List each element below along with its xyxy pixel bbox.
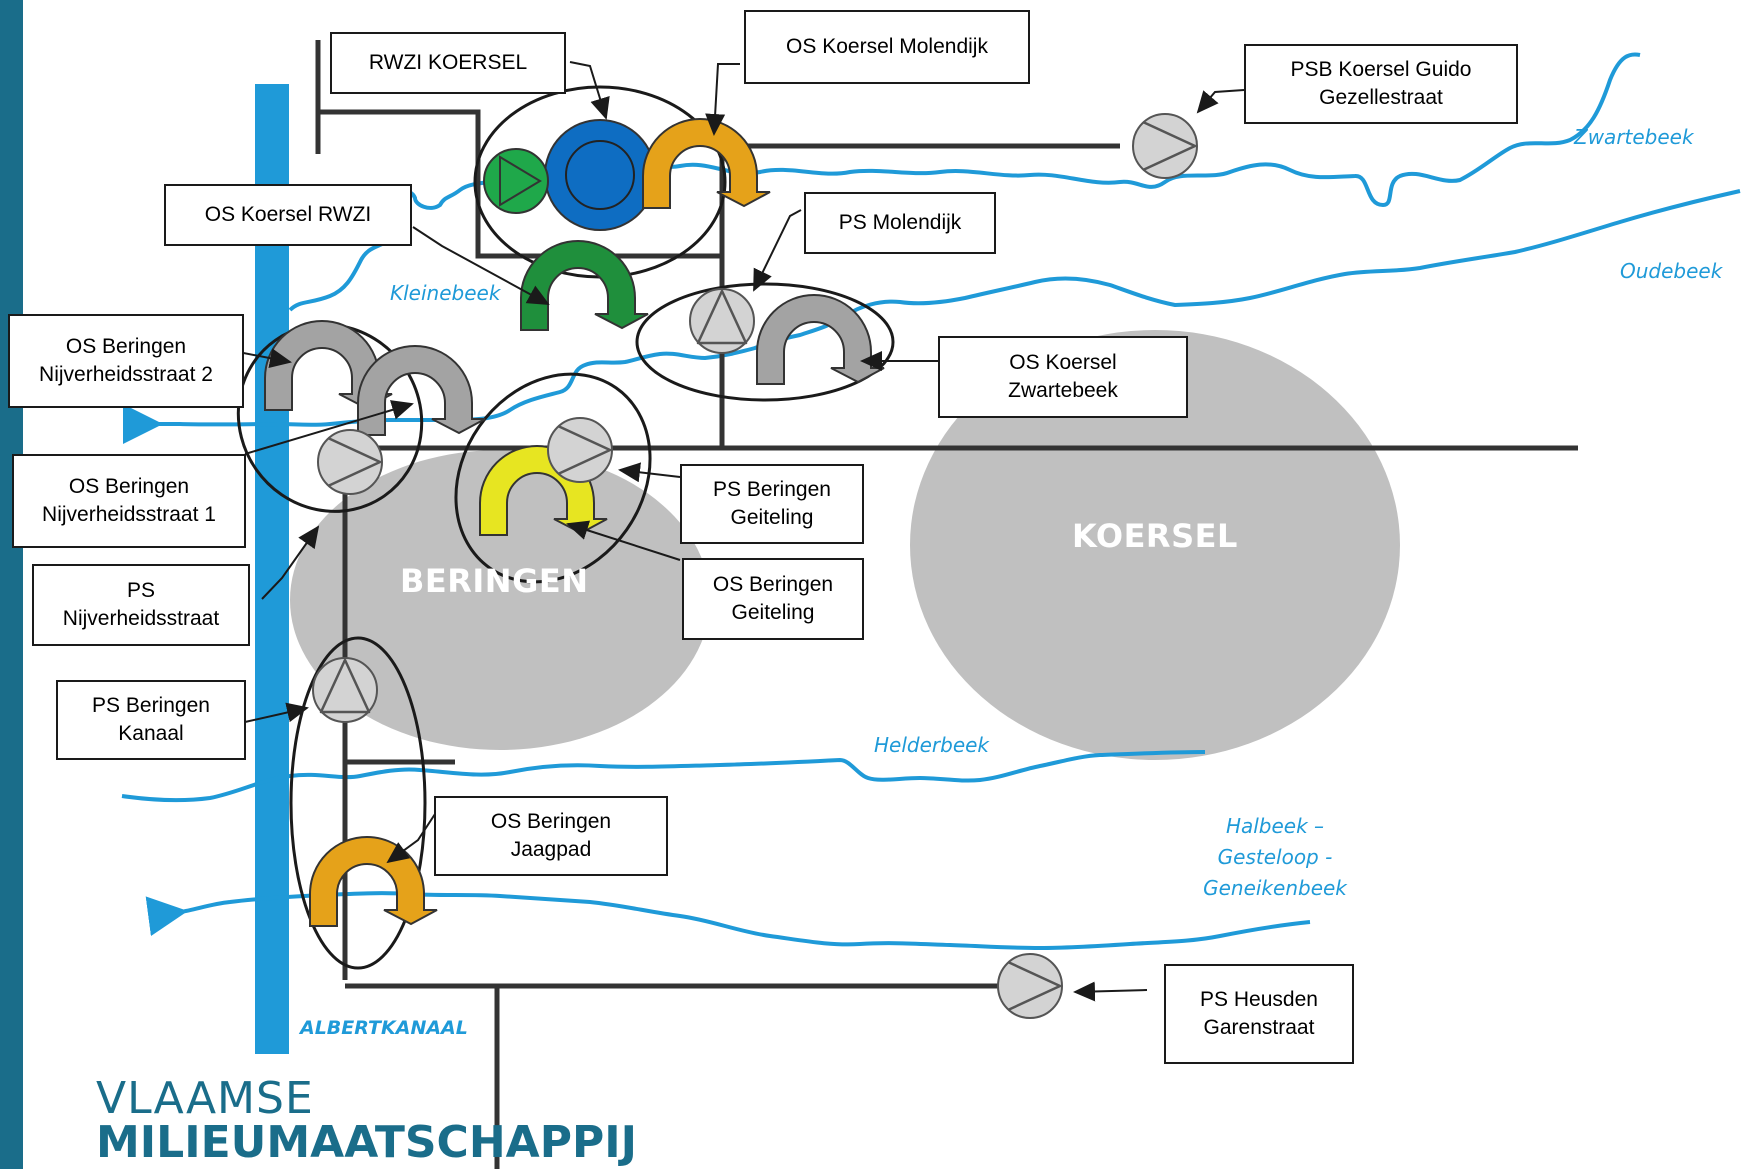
label-os-koersel-molendijk-line-1: OS Koersel Molendijk xyxy=(786,35,988,58)
label-os-beringen-nijverheid-2-line-1: OS Beringen xyxy=(65,335,187,358)
region-koersel xyxy=(910,330,1400,760)
label-os-beringen-geiteling-line-2: Geiteling xyxy=(731,601,815,624)
label-os-koersel-rwzi: OS Koersel RWZI xyxy=(164,184,412,246)
label-psb-koersel-guido-line-1: PSB Koersel Guido xyxy=(1290,58,1472,81)
label-psb-koersel-guido-line-2: Gezellestraat xyxy=(1319,86,1443,109)
region-label-beringen: BERINGEN xyxy=(400,562,589,600)
leader-arrows xyxy=(227,61,1245,1002)
region-label-koersel: KOERSEL xyxy=(1072,517,1238,555)
canal-label-albertkanaal: ALBERTKANAAL xyxy=(300,1017,468,1039)
pump-psb-koersel-guido-icon xyxy=(1131,112,1199,180)
label-rwzi-koersel: RWZI KOERSEL xyxy=(330,32,566,94)
label-os-koersel-rwzi-line-1: OS Koersel RWZI xyxy=(204,203,372,226)
label-os-beringen-nijverheid-1-line-2: Nijverheidsstraat 1 xyxy=(42,503,216,526)
pump-ps-beringen-geiteling-icon xyxy=(546,416,614,484)
label-os-beringen-jaagpad: OS Beringen Jaagpad xyxy=(434,796,668,876)
label-os-koersel-zwartebeek-line-2: Zwartebeek xyxy=(1008,379,1118,402)
label-ps-heusden-garenstraat: PS Heusden Garenstraat xyxy=(1164,964,1354,1064)
river-zwartebeek xyxy=(559,52,1641,208)
label-ps-beringen-kanaal-line-2: Kanaal xyxy=(118,722,184,745)
label-os-beringen-nijverheidsstraat-2: OS Beringen Nijverheidsstraat 2 xyxy=(8,314,244,408)
river-label-halbeek: Halbeek – Gesteloop - Geneikenbeek xyxy=(1195,811,1355,904)
river-label-helderbeek: Helderbeek xyxy=(874,733,990,757)
label-ps-molendijk-line-1: PS Molendijk xyxy=(838,211,962,234)
label-os-beringen-nijverheid-1-line-1: OS Beringen xyxy=(68,475,190,498)
label-os-beringen-geiteling: OS Beringen Geiteling xyxy=(682,558,864,640)
river-label-halbeek-line-1: Halbeek – xyxy=(1225,814,1325,838)
label-ps-beringen-kanaal-line-1: PS Beringen xyxy=(92,694,210,717)
label-os-beringen-nijverheid-2-line-2: Nijverheidsstraat 2 xyxy=(39,363,213,386)
label-os-koersel-zwartebeek: OS Koersel Zwartebeek xyxy=(938,336,1188,418)
group-ps-kanaal-jaagpad xyxy=(289,636,427,970)
river-label-zwartebeek: Zwartebeek xyxy=(1574,125,1694,149)
pump-ps-heusden-garenstraat-icon xyxy=(996,952,1064,1020)
label-os-beringen-jaagpad-line-1: OS Beringen xyxy=(490,810,612,833)
logo-line-milieumaatschappij: MILIEUMAATSCHAPPIJ xyxy=(96,1117,637,1168)
rwzi-pump-triangle-icon xyxy=(499,155,542,207)
label-ps-beringen-geiteling: PS Beringen Geiteling xyxy=(680,464,864,544)
treatment-plant-icon xyxy=(544,119,656,231)
label-ps-beringen-geiteling-line-2: Geiteling xyxy=(730,506,814,529)
label-ps-heusden-garenstraat-line-2: Garenstraat xyxy=(1203,1016,1315,1039)
label-ps-beringen-geiteling-line-1: PS Beringen xyxy=(713,478,831,501)
river-label-oudebeek: Oudebeek xyxy=(1620,259,1723,283)
label-os-koersel-molendijk: OS Koersel Molendijk xyxy=(744,10,1030,84)
label-ps-beringen-kanaal: PS Beringen Kanaal xyxy=(56,680,246,760)
label-psb-koersel-guido-gezellestraat: PSB Koersel Guido Gezellestraat xyxy=(1244,44,1518,124)
brand-sidebar-bar xyxy=(0,0,23,1169)
river-halbeek xyxy=(145,891,1311,951)
region-beringen xyxy=(290,450,710,750)
river-helderbeek xyxy=(121,750,1206,803)
pump-ps-beringen-kanaal-icon xyxy=(311,656,379,724)
label-ps-nijverheidsstraat: PS Nijverheidsstraat xyxy=(32,564,250,646)
group-ps-geiteling xyxy=(454,372,652,584)
river-label-halbeek-line-3: Geneikenbeek xyxy=(1203,876,1347,900)
label-ps-nijverheidsstraat-line-2: Nijverheidsstraat xyxy=(62,607,220,630)
overflow-os-koersel-zwartebeek-icon xyxy=(756,294,885,385)
logo-line-vlaamse: VLAAMSE xyxy=(96,1073,314,1124)
label-ps-nijverheidsstraat-line-1: PS xyxy=(126,579,155,602)
label-os-koersel-zwartebeek-line-1: OS Koersel xyxy=(1009,351,1117,374)
label-os-beringen-geiteling-line-1: OS Beringen xyxy=(712,573,834,596)
river-label-kleinebeek: Kleinebeek xyxy=(390,281,501,305)
label-os-beringen-nijverheidsstraat-1: OS Beringen Nijverheidsstraat 1 xyxy=(12,454,246,548)
label-ps-molendijk: PS Molendijk xyxy=(804,192,996,254)
pump-ps-molendijk-icon xyxy=(688,287,756,355)
overflow-os-koersel-molendijk-icon xyxy=(642,118,771,209)
overflow-os-koersel-rwzi-icon xyxy=(520,240,649,331)
label-ps-heusden-garenstraat-line-1: PS Heusden xyxy=(1200,988,1318,1011)
overflow-os-beringen-jaagpad-icon xyxy=(309,836,438,927)
pump-ps-nijverheidsstraat-icon xyxy=(316,428,384,496)
label-rwzi-koersel-line-1: RWZI KOERSEL xyxy=(368,51,528,74)
overflow-os-beringen-nijverheid-1-icon xyxy=(357,345,486,436)
treatment-plant-inner-icon xyxy=(565,140,635,210)
label-os-beringen-jaagpad-line-2: Jaagpad xyxy=(510,838,592,861)
river-label-halbeek-line-2: Gesteloop - xyxy=(1217,845,1333,869)
